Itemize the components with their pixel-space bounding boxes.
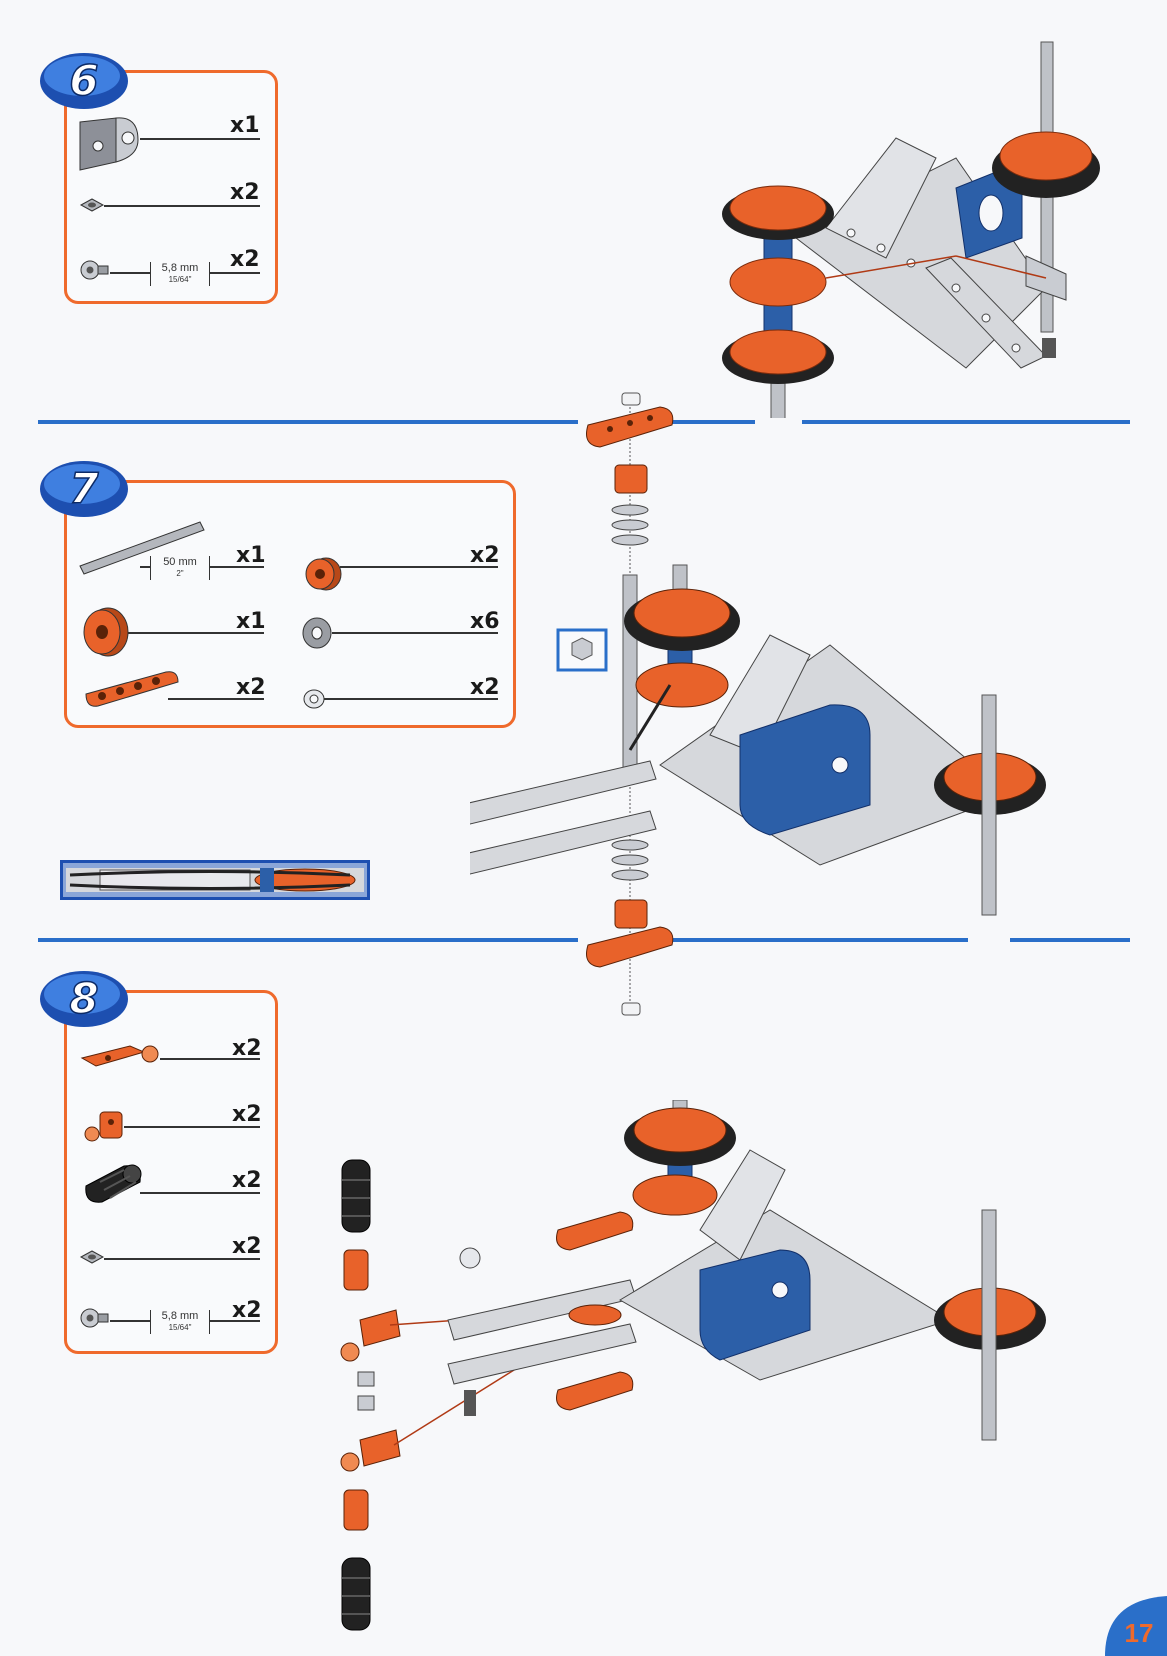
dimension-label: 5,8 mm 15/64" xyxy=(150,262,210,286)
qty-label: x1 xyxy=(236,609,266,634)
leader-line xyxy=(332,632,498,634)
washer-icon xyxy=(302,617,332,649)
assembly-illustration-step-6 xyxy=(722,41,1100,418)
ball-joint-plate-icon xyxy=(80,1045,159,1067)
leader-line xyxy=(140,138,260,140)
section-divider xyxy=(650,938,968,942)
rubber-sleeve-icon xyxy=(85,1164,142,1203)
qty-label: x2 xyxy=(230,247,260,272)
dimension-label: 50 mm 2" xyxy=(150,556,210,580)
svg-text:6: 6 xyxy=(69,56,98,105)
assembly-illustration-step-8 xyxy=(340,1100,1046,1631)
screw-icon xyxy=(80,1308,109,1328)
dimension-imperial: 15/64" xyxy=(168,275,192,284)
qty-label: x2 xyxy=(232,1298,262,1323)
section-divider xyxy=(38,938,578,942)
leader-line xyxy=(104,205,260,207)
qty-label: x2 xyxy=(230,180,260,205)
qty-label: x2 xyxy=(232,1036,262,1061)
qty-label: x6 xyxy=(470,609,500,634)
leader-line xyxy=(128,632,264,634)
qty-label: x2 xyxy=(232,1102,262,1127)
pulley-icon xyxy=(83,607,129,657)
section-divider xyxy=(802,420,1130,424)
qty-label: x2 xyxy=(236,675,266,700)
dimension-metric: 5,8 mm xyxy=(161,262,199,274)
swivel-connector-icon xyxy=(84,1111,123,1142)
svg-text:8: 8 xyxy=(69,974,98,1023)
section-divider xyxy=(38,420,578,424)
qty-label: x2 xyxy=(470,543,500,568)
qty-label: x1 xyxy=(236,543,266,568)
dimension-metric: 5,8 mm xyxy=(161,1310,199,1322)
screw-icon xyxy=(80,260,109,280)
qty-label: x2 xyxy=(232,1168,262,1193)
collar-icon xyxy=(305,557,342,591)
dimension-imperial: 15/64" xyxy=(168,1323,192,1332)
parts-box-step-8 xyxy=(64,990,278,1354)
qty-label: x1 xyxy=(230,113,260,138)
leader-line xyxy=(160,1058,260,1060)
leader-line xyxy=(104,1258,260,1260)
nut-ring-icon xyxy=(303,689,325,709)
short-strip-icon xyxy=(85,671,179,707)
dimension-imperial: 2" xyxy=(176,569,184,578)
leader-line xyxy=(168,698,264,700)
section-divider xyxy=(655,420,755,424)
svg-text:17: 17 xyxy=(1125,1618,1154,1648)
svg-text:7: 7 xyxy=(69,464,99,513)
square-nut-icon xyxy=(79,1250,105,1264)
leader-line xyxy=(140,1192,260,1194)
step-number-badge: 6 xyxy=(40,53,128,109)
page-number-tab: 17 xyxy=(1105,1596,1167,1656)
rod-icon xyxy=(79,521,205,575)
shaft-profile-callout xyxy=(556,628,608,672)
section-divider xyxy=(1010,938,1130,942)
qty-label: x2 xyxy=(232,1234,262,1259)
dimension-label: 5,8 mm 15/64" xyxy=(150,1310,210,1334)
dimension-metric: 50 mm xyxy=(163,556,197,568)
belt-detail-callout xyxy=(60,860,370,900)
leader-line xyxy=(124,1126,260,1128)
leader-line xyxy=(340,566,498,568)
step-number-badge: 8 xyxy=(40,971,128,1027)
leader-line xyxy=(324,698,498,700)
assembly-illustration-step-7 xyxy=(470,392,1046,1016)
angle-bracket-icon xyxy=(79,117,139,171)
square-nut-icon xyxy=(79,198,105,212)
step-number-badge: 7 xyxy=(40,461,128,517)
qty-label: x2 xyxy=(470,675,500,700)
